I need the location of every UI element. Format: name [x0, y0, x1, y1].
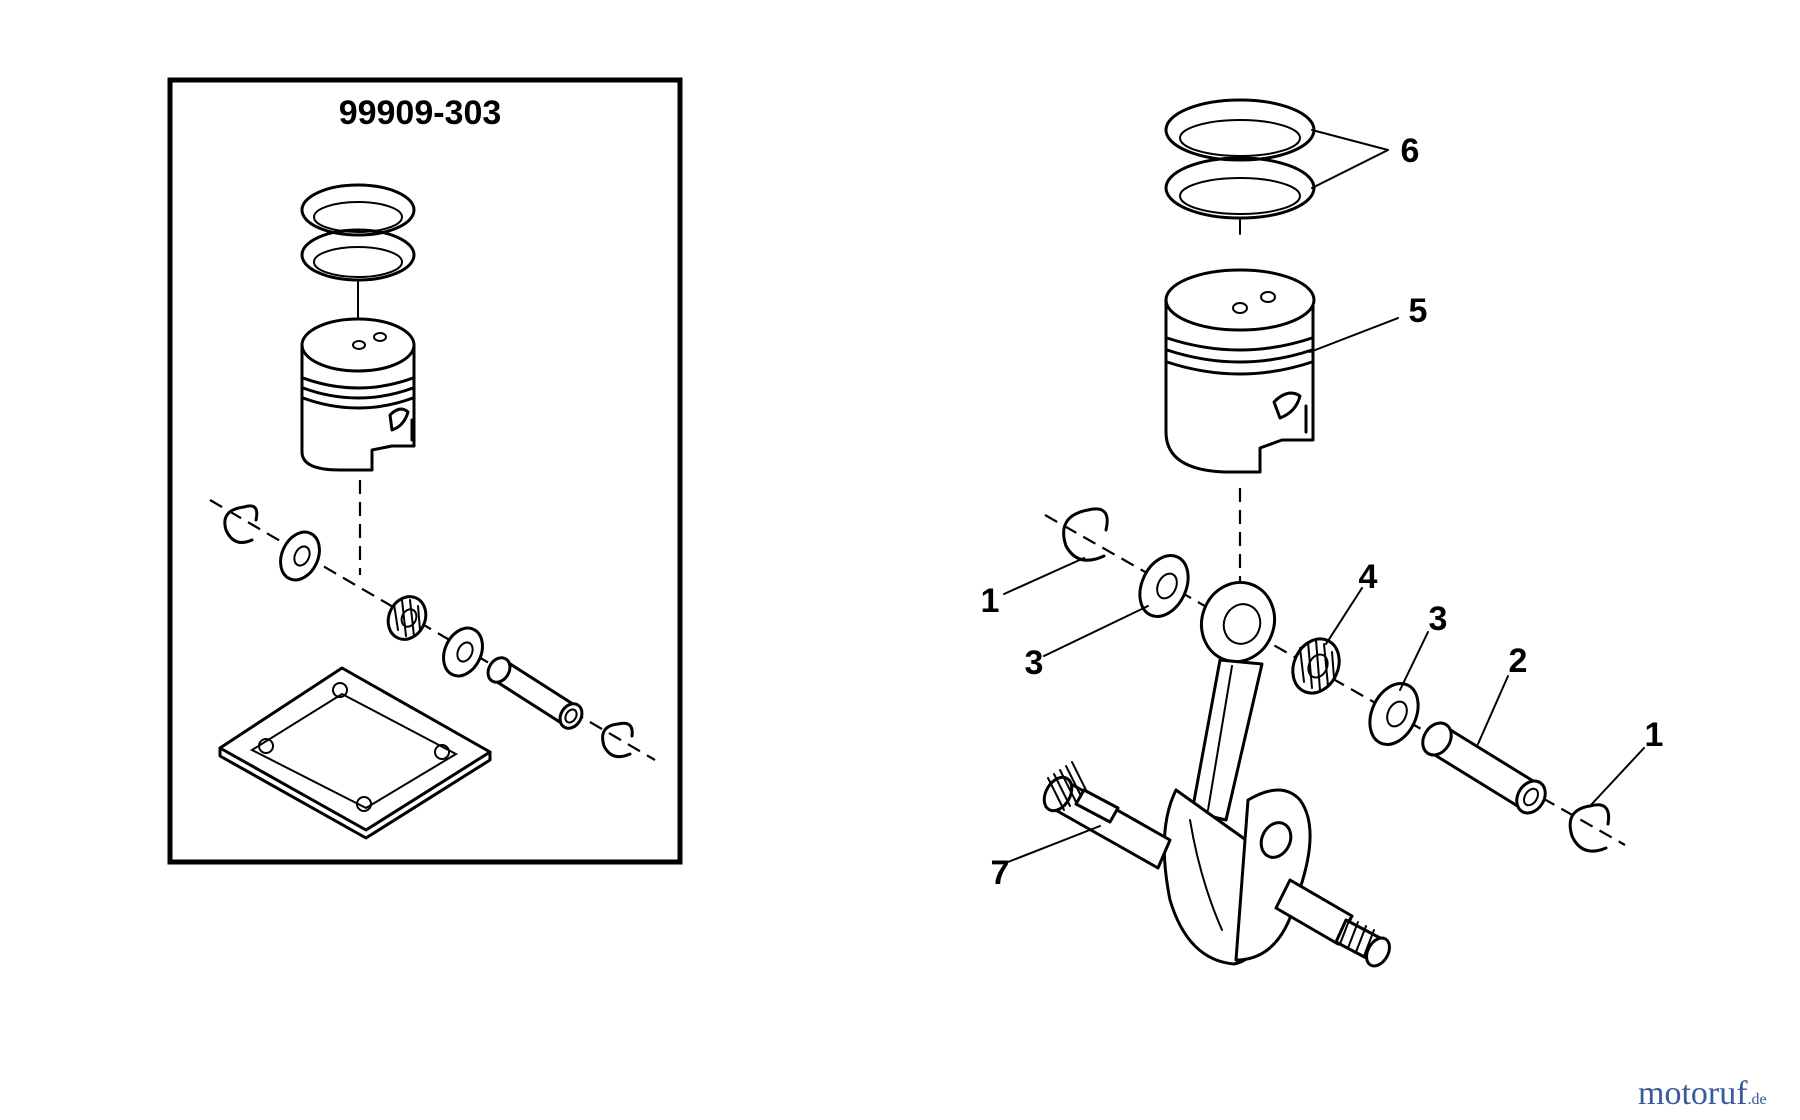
- kit-piston-pin: [486, 656, 584, 730]
- needle-bearing: [1291, 637, 1341, 695]
- piston-rings: [1164, 98, 1316, 286]
- callout-6: 6: [1401, 132, 1420, 170]
- circlip-right: [1568, 803, 1611, 853]
- crank-thread-left: [1047, 761, 1089, 811]
- crankshaft: [1042, 580, 1391, 968]
- callout-7: 7: [991, 854, 1010, 892]
- crank-thread-right: [1339, 917, 1375, 957]
- callout-3-right: 3: [1429, 600, 1448, 638]
- kit-piston: [300, 317, 416, 472]
- piston: [1164, 268, 1316, 474]
- callout-labels: 6 5 4 3 2 1 1 3 7: [981, 132, 1664, 892]
- kit-washer-right: [442, 626, 484, 678]
- callout-5: 5: [1409, 292, 1428, 330]
- kit-panel: 99909-303: [167, 77, 683, 865]
- exploded-view: 6 5 4 3 2 1 1 3 7: [981, 98, 1664, 968]
- washer-left: [1138, 554, 1190, 618]
- watermark: motoruf.de: [1638, 1075, 1767, 1112]
- kit-piston-rings: [300, 183, 416, 321]
- kit-circlip-left: [223, 504, 259, 544]
- circlip-left: [1062, 507, 1109, 562]
- callout-1-right: 1: [1645, 716, 1664, 754]
- watermark-text: motoruf.de: [1638, 1075, 1767, 1112]
- kit-circlip-right: [601, 721, 634, 759]
- callout-1-left: 1: [981, 582, 1000, 620]
- kit-needle-bearing: [386, 595, 428, 641]
- kit-frame: [167, 77, 683, 865]
- callout-4: 4: [1359, 558, 1378, 596]
- piston-pin: [1421, 721, 1547, 815]
- leader-lines: [1003, 129, 1645, 863]
- callout-2: 2: [1509, 642, 1528, 680]
- kit-washer-left: [279, 530, 321, 582]
- washer-right: [1368, 682, 1420, 746]
- callout-3-left: 3: [1025, 644, 1044, 682]
- kit-gasket: [218, 666, 492, 840]
- kit-part-number: 99909-303: [339, 94, 502, 132]
